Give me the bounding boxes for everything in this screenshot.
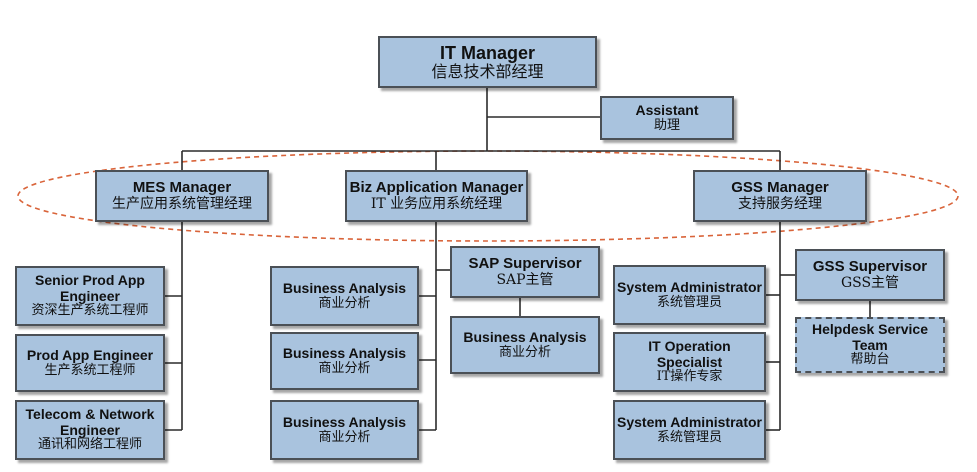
business-analysis-box-3: Business Analysis 商业分析 (270, 400, 419, 460)
connector-lines (165, 88, 871, 431)
system-administrator-zh-2: 系统管理员 (656, 429, 722, 445)
system-administrator-box-1: System Administrator 系统管理员 (613, 265, 766, 325)
helpdesk-service-team-box: Helpdesk Service Team 帮助台 (795, 317, 945, 373)
highlight-ellipse (17, 150, 959, 242)
it-operation-specialist-title: IT Operation Specialist (648, 338, 731, 370)
gss-manager-zh: 支持服务经理 (738, 195, 822, 212)
prod-app-engineer-zh: 生产系统工程师 (44, 362, 136, 378)
business-analysis-zh-3: 商业分析 (318, 429, 371, 445)
assistant-box: Assistant 助理 (600, 96, 734, 140)
system-administrator-title-1: System Administrator (617, 278, 762, 295)
senior-prod-app-engineer-zh: 资深生产系统工程师 (31, 303, 149, 319)
gss-supervisor-zh: GSS主管 (840, 274, 900, 291)
sap-supervisor-box: SAP Supervisor SAP主管 (450, 246, 600, 298)
assistant-title: Assistant (635, 101, 699, 118)
it-manager-zh: 信息技术部经理 (431, 62, 544, 82)
business-analysis-box-1: Business Analysis 商业分析 (270, 266, 419, 326)
helpdesk-service-team-zh: 帮助台 (850, 352, 890, 368)
it-manager-title: IT Manager (439, 42, 536, 63)
it-operation-specialist-zh: IT操作专家 (656, 369, 723, 385)
assistant-zh: 助理 (653, 117, 680, 133)
prod-app-engineer-box: Prod App Engineer 生产系统工程师 (15, 334, 165, 392)
helpdesk-service-team-title: Helpdesk Service Team (812, 321, 928, 353)
business-analysis-title-4: Business Analysis (463, 328, 587, 345)
business-analysis-title-1: Business Analysis (282, 279, 407, 296)
business-analysis-zh-4: 商业分析 (498, 344, 551, 360)
mes-manager-zh: 生产应用系统管理经理 (112, 195, 252, 212)
mes-manager-box: MES Manager 生产应用系统管理经理 (95, 170, 269, 222)
it-operation-specialist-box: IT Operation Specialist IT操作专家 (613, 332, 766, 392)
senior-prod-app-engineer-box: Senior Prod App Engineer 资深生产系统工程师 (15, 266, 165, 326)
telecom-network-engineer-title: Telecom & Network Engineer (25, 406, 155, 438)
system-administrator-title-2: System Administrator (617, 413, 762, 430)
system-administrator-box-2: System Administrator 系统管理员 (613, 400, 766, 460)
prod-app-engineer-title: Prod App Engineer (26, 346, 154, 363)
biz-app-manager-zh: IT 业务应用系统经理 (370, 195, 503, 212)
telecom-network-engineer-zh: 通讯和网络工程师 (37, 437, 142, 453)
gss-supervisor-box: GSS Supervisor GSS主管 (795, 249, 945, 301)
telecom-network-engineer-box: Telecom & Network Engineer 通讯和网络工程师 (15, 400, 165, 460)
system-administrator-zh-1: 系统管理员 (656, 294, 722, 310)
business-analysis-zh-2: 商业分析 (318, 360, 371, 376)
mes-manager-title: MES Manager (132, 178, 232, 196)
business-analysis-box-2: Business Analysis 商业分析 (270, 332, 419, 390)
sap-supervisor-zh: SAP主管 (496, 271, 554, 288)
gss-manager-title: GSS Manager (731, 178, 829, 196)
business-analysis-title-2: Business Analysis (282, 344, 407, 361)
it-manager-box: IT Manager 信息技术部经理 (378, 36, 597, 88)
gss-supervisor-title: GSS Supervisor (812, 257, 928, 275)
sap-supervisor-title: SAP Supervisor (468, 254, 582, 272)
gss-manager-box: GSS Manager 支持服务经理 (693, 170, 867, 222)
senior-prod-app-engineer-title: Senior Prod App Engineer (35, 272, 145, 304)
business-analysis-zh-1: 商业分析 (318, 295, 371, 311)
biz-app-manager-box: Biz Application Manager IT 业务应用系统经理 (345, 170, 528, 222)
business-analysis-title-3: Business Analysis (282, 413, 407, 430)
business-analysis-box-4: Business Analysis 商业分析 (450, 316, 600, 374)
biz-app-manager-title: Biz Application Manager (349, 178, 524, 196)
